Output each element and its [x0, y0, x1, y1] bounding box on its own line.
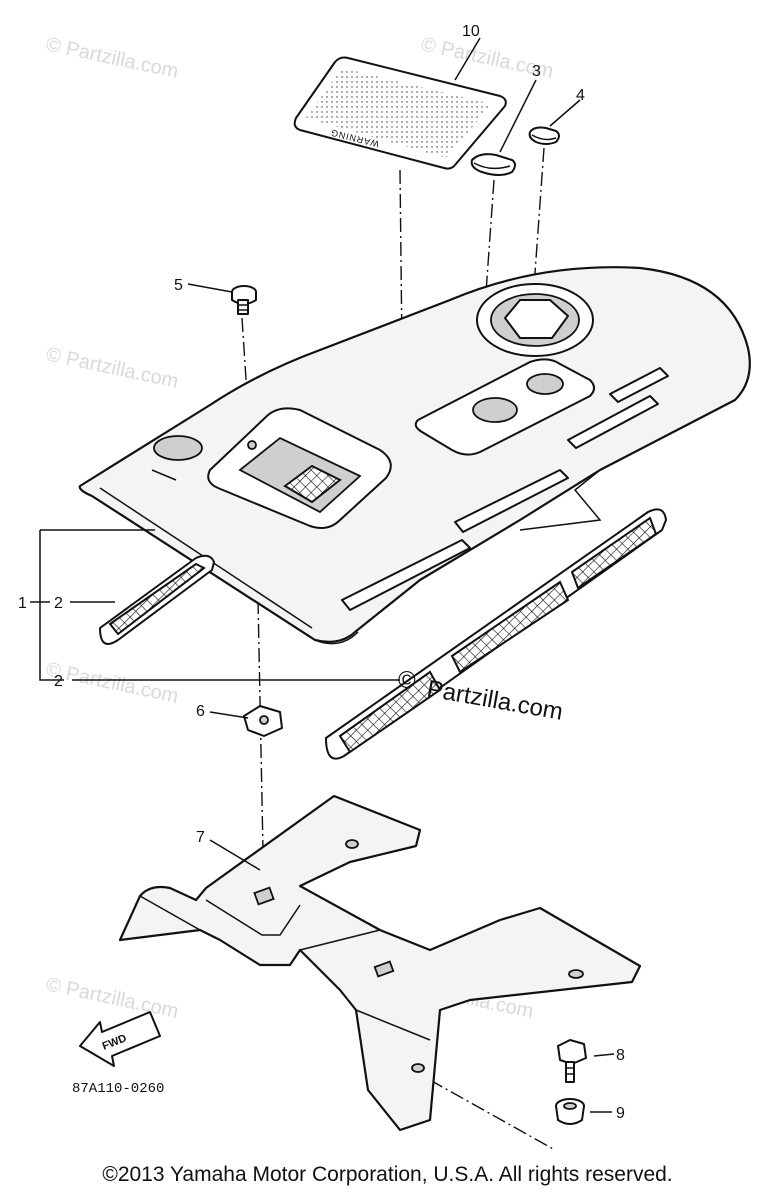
- callout-2-upper: 2: [54, 595, 63, 612]
- cap-part-4: [528, 126, 560, 145]
- recessed-compartment: [207, 407, 392, 529]
- callout-5: 5: [174, 277, 183, 294]
- cap-part-3: [470, 153, 516, 176]
- raised-panel: [414, 358, 595, 456]
- callout-3: 3: [532, 63, 541, 80]
- callout-7: 7: [196, 829, 205, 846]
- watermark-main-text: Partzilla.com: [425, 675, 565, 725]
- callout-1: 1: [18, 595, 27, 612]
- corner-hole: [153, 435, 203, 461]
- bolt-part-8: [557, 1039, 587, 1083]
- watermark-text: © Partzilla.com: [44, 973, 180, 1023]
- watermark-text: © Partzilla.com: [44, 658, 180, 708]
- leader-lines: [30, 37, 615, 1113]
- vent-slots: [341, 367, 669, 611]
- callout-4: 4: [576, 87, 585, 104]
- forward-arrow-icon: FWD: [79, 1011, 161, 1067]
- callout-6: 6: [196, 703, 205, 720]
- grommet-part-9: [555, 1098, 585, 1125]
- watermark-text: © Partzilla.com: [44, 33, 180, 83]
- callout-numbers: 10 3 4 5 1 2 2 6 7 8 9: [18, 23, 625, 1122]
- callout-9: 9: [616, 1105, 625, 1122]
- grille-part-2-left: [99, 554, 215, 645]
- watermark-symbol: ©: [398, 667, 416, 694]
- screw-part-5: [231, 285, 257, 315]
- copyright-notice: ©2013 Yamaha Motor Corporation, U.S.A. A…: [102, 1163, 673, 1186]
- callout-8: 8: [616, 1047, 625, 1064]
- callout-10: 10: [462, 23, 480, 40]
- warning-label-part-10: WARNING: [293, 56, 507, 170]
- clip-nut-part-6: [243, 705, 283, 737]
- filler-opening: [476, 283, 594, 357]
- engine-cover-part-1: [78, 266, 751, 645]
- watermark-text: © Partzilla.com: [44, 343, 180, 393]
- callout-2-lower: 2: [54, 673, 63, 690]
- grille-part-2-right: [325, 508, 667, 760]
- diagram-code: 87A110-0260: [72, 1081, 164, 1097]
- bracket-part-7: [118, 794, 642, 1132]
